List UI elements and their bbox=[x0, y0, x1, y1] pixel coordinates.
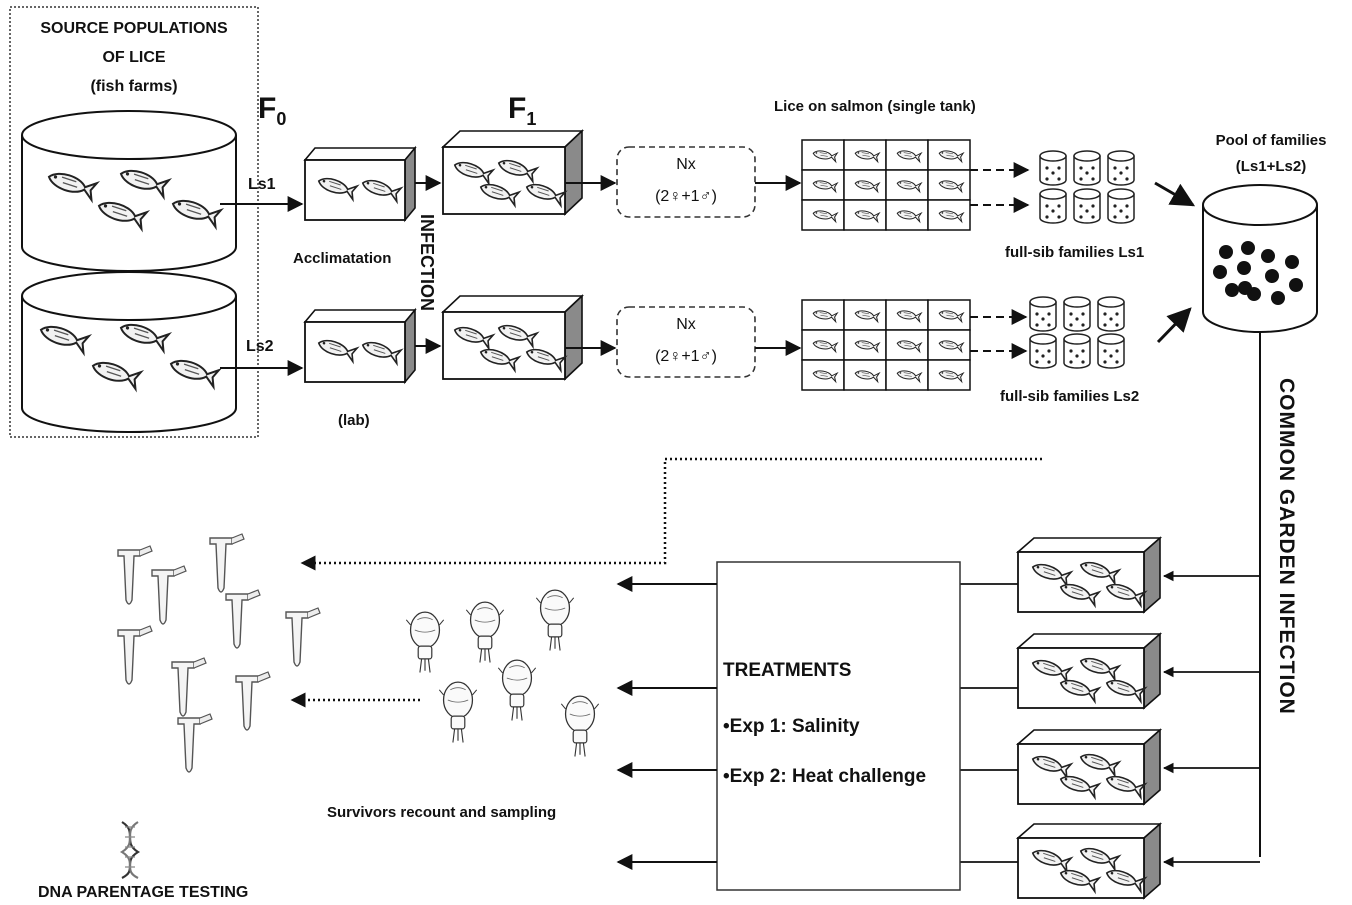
common-garden-tank bbox=[1018, 730, 1160, 804]
grid-cell bbox=[928, 200, 970, 230]
grid-cell bbox=[886, 300, 928, 330]
f0-base: F bbox=[258, 92, 276, 125]
f1-label: F1 bbox=[508, 92, 536, 130]
f0-label: F0 bbox=[258, 92, 286, 130]
grid-cell bbox=[886, 170, 928, 200]
lab-label: (lab) bbox=[338, 412, 370, 429]
grid-cell bbox=[928, 300, 970, 330]
grid-cell bbox=[802, 200, 844, 230]
treatment-exp1: •Exp 1: Salinity bbox=[723, 716, 860, 738]
sample-tubes bbox=[118, 534, 320, 772]
grid-cell bbox=[844, 170, 886, 200]
grid-cell bbox=[802, 330, 844, 360]
grid-cell bbox=[844, 140, 886, 170]
acclimation-label: Acclimatation bbox=[293, 250, 391, 267]
source-subtitle: (fish farms) bbox=[10, 78, 258, 96]
pool-cylinder bbox=[1203, 185, 1317, 332]
grid-cell bbox=[886, 330, 928, 360]
grid-cell bbox=[928, 140, 970, 170]
dna-parentage-label: DNA PARENTAGE TESTING bbox=[38, 884, 248, 902]
grid-cell bbox=[844, 300, 886, 330]
grid-cell bbox=[802, 360, 844, 390]
grid-cell bbox=[802, 170, 844, 200]
grid-cell bbox=[844, 200, 886, 230]
dotted-arrow-sampling-top bbox=[302, 459, 1042, 563]
f0-sub: 0 bbox=[276, 109, 286, 129]
grid-cell bbox=[802, 140, 844, 170]
common-garden-tanks bbox=[960, 538, 1260, 898]
survivors-label: Survivors recount and sampling bbox=[327, 804, 556, 821]
common-garden-tank bbox=[1018, 634, 1160, 708]
grid-cell bbox=[844, 360, 886, 390]
lice-on-salmon-grid-ls2 bbox=[802, 300, 970, 390]
lice-on-salmon-label: Lice on salmon (single tank) bbox=[774, 98, 976, 115]
grid-cell bbox=[802, 300, 844, 330]
source-title-line2: OF LICE bbox=[10, 49, 258, 67]
common-garden-tank bbox=[1018, 538, 1160, 612]
ls2-label: Ls2 bbox=[246, 338, 274, 356]
ls1-label: Ls1 bbox=[248, 176, 276, 194]
survivor-lice bbox=[406, 590, 598, 756]
grid-cell bbox=[886, 200, 928, 230]
farm-tank-ls2 bbox=[22, 272, 236, 432]
f1-sub: 1 bbox=[526, 109, 536, 129]
grid-cell bbox=[928, 330, 970, 360]
cross-formula-ls1: (2♀+1♂) bbox=[617, 188, 755, 206]
grid-cell bbox=[844, 330, 886, 360]
cross-nx-ls2: Nx bbox=[617, 316, 755, 334]
cross-formula-ls2: (2♀+1♂) bbox=[617, 348, 755, 366]
acclimation-box-ls2 bbox=[305, 310, 415, 382]
farm-tank-ls1 bbox=[22, 111, 236, 271]
acclimation-box-ls1 bbox=[305, 148, 415, 220]
treatment-exp2: •Exp 2: Heat challenge bbox=[723, 766, 926, 788]
common-garden-tank bbox=[1018, 824, 1160, 898]
families-ls2-label: full-sib families Ls2 bbox=[1000, 388, 1139, 405]
grid-cell bbox=[886, 140, 928, 170]
arrow-to-pool-ls1 bbox=[1155, 183, 1193, 205]
f1-base: F bbox=[508, 92, 526, 125]
cross-nx-ls1: Nx bbox=[617, 156, 755, 174]
arrow-to-pool-ls2 bbox=[1158, 309, 1190, 342]
infection-label: INFECTION bbox=[416, 214, 437, 311]
pool-label-line1: Pool of families bbox=[1196, 132, 1346, 149]
families-ls1 bbox=[1040, 151, 1134, 223]
pool-label-line2: (Ls1+Ls2) bbox=[1196, 158, 1346, 175]
dna-icon bbox=[122, 822, 138, 878]
grid-cell bbox=[928, 360, 970, 390]
f1-box-ls2 bbox=[443, 296, 582, 379]
families-ls1-label: full-sib families Ls1 bbox=[1005, 244, 1144, 261]
source-title-line1: SOURCE POPULATIONS bbox=[10, 20, 258, 38]
f1-box-ls1 bbox=[443, 131, 582, 214]
families-ls2 bbox=[1030, 297, 1124, 368]
grid-cell bbox=[928, 170, 970, 200]
treatments-title: TREATMENTS bbox=[723, 660, 851, 682]
lice-on-salmon-grid-ls1 bbox=[802, 140, 970, 230]
common-garden-label: COMMON GARDEN INFECTION bbox=[1274, 378, 1298, 715]
grid-cell bbox=[886, 360, 928, 390]
